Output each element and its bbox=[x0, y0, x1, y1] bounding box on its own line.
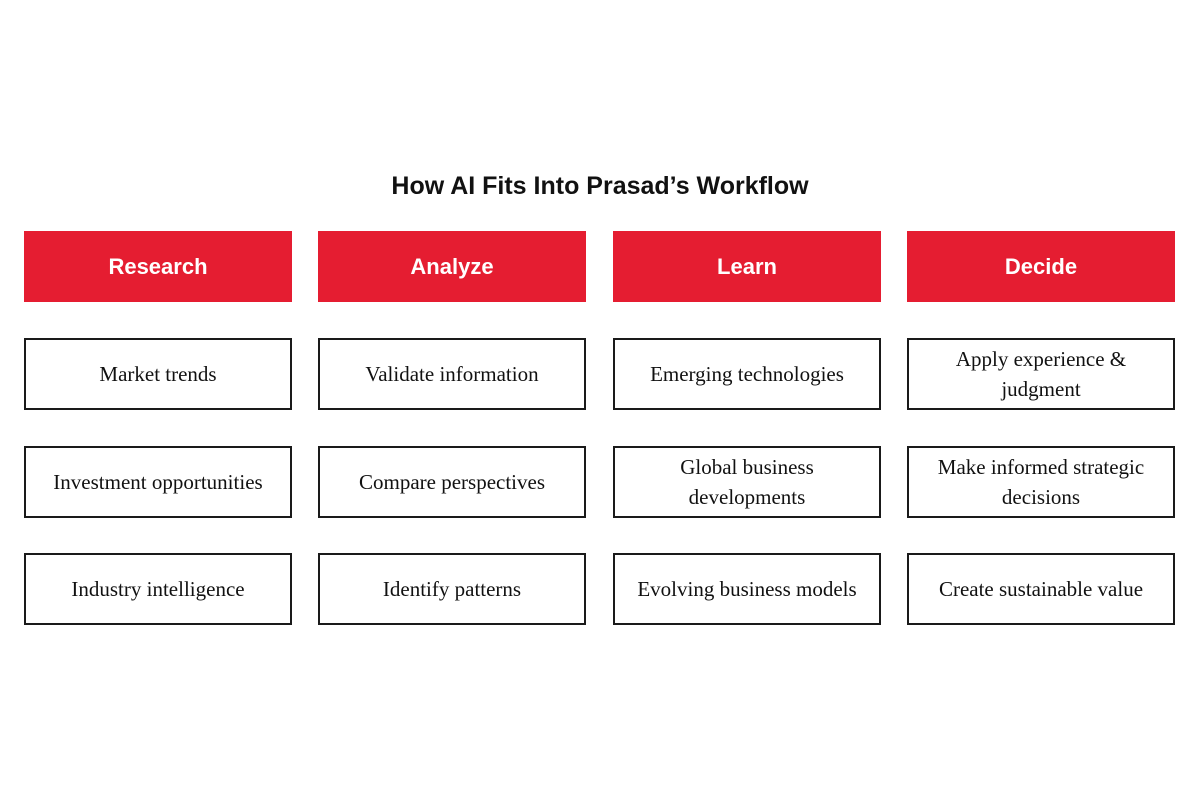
column-header: Analyze bbox=[318, 231, 586, 302]
step-box: Evolving business models bbox=[613, 553, 881, 625]
step-box: Make informed strategic decisions bbox=[907, 446, 1175, 518]
column-header: Research bbox=[24, 231, 292, 302]
step-box: Emerging technologies bbox=[613, 338, 881, 410]
step-box: Global business developments bbox=[613, 446, 881, 518]
step-box: Identify patterns bbox=[318, 553, 586, 625]
step-box: Apply experience & judgment bbox=[907, 338, 1175, 410]
step-box: Validate information bbox=[318, 338, 586, 410]
step-box: Investment opportunities bbox=[24, 446, 292, 518]
column-header: Decide bbox=[907, 231, 1175, 302]
step-box: Industry intelligence bbox=[24, 553, 292, 625]
diagram-title: How AI Fits Into Prasad’s Workflow bbox=[391, 172, 809, 200]
step-box: Compare perspectives bbox=[318, 446, 586, 518]
column-header: Learn bbox=[613, 231, 881, 302]
step-box: Market trends bbox=[24, 338, 292, 410]
step-box: Create sustainable value bbox=[907, 553, 1175, 625]
